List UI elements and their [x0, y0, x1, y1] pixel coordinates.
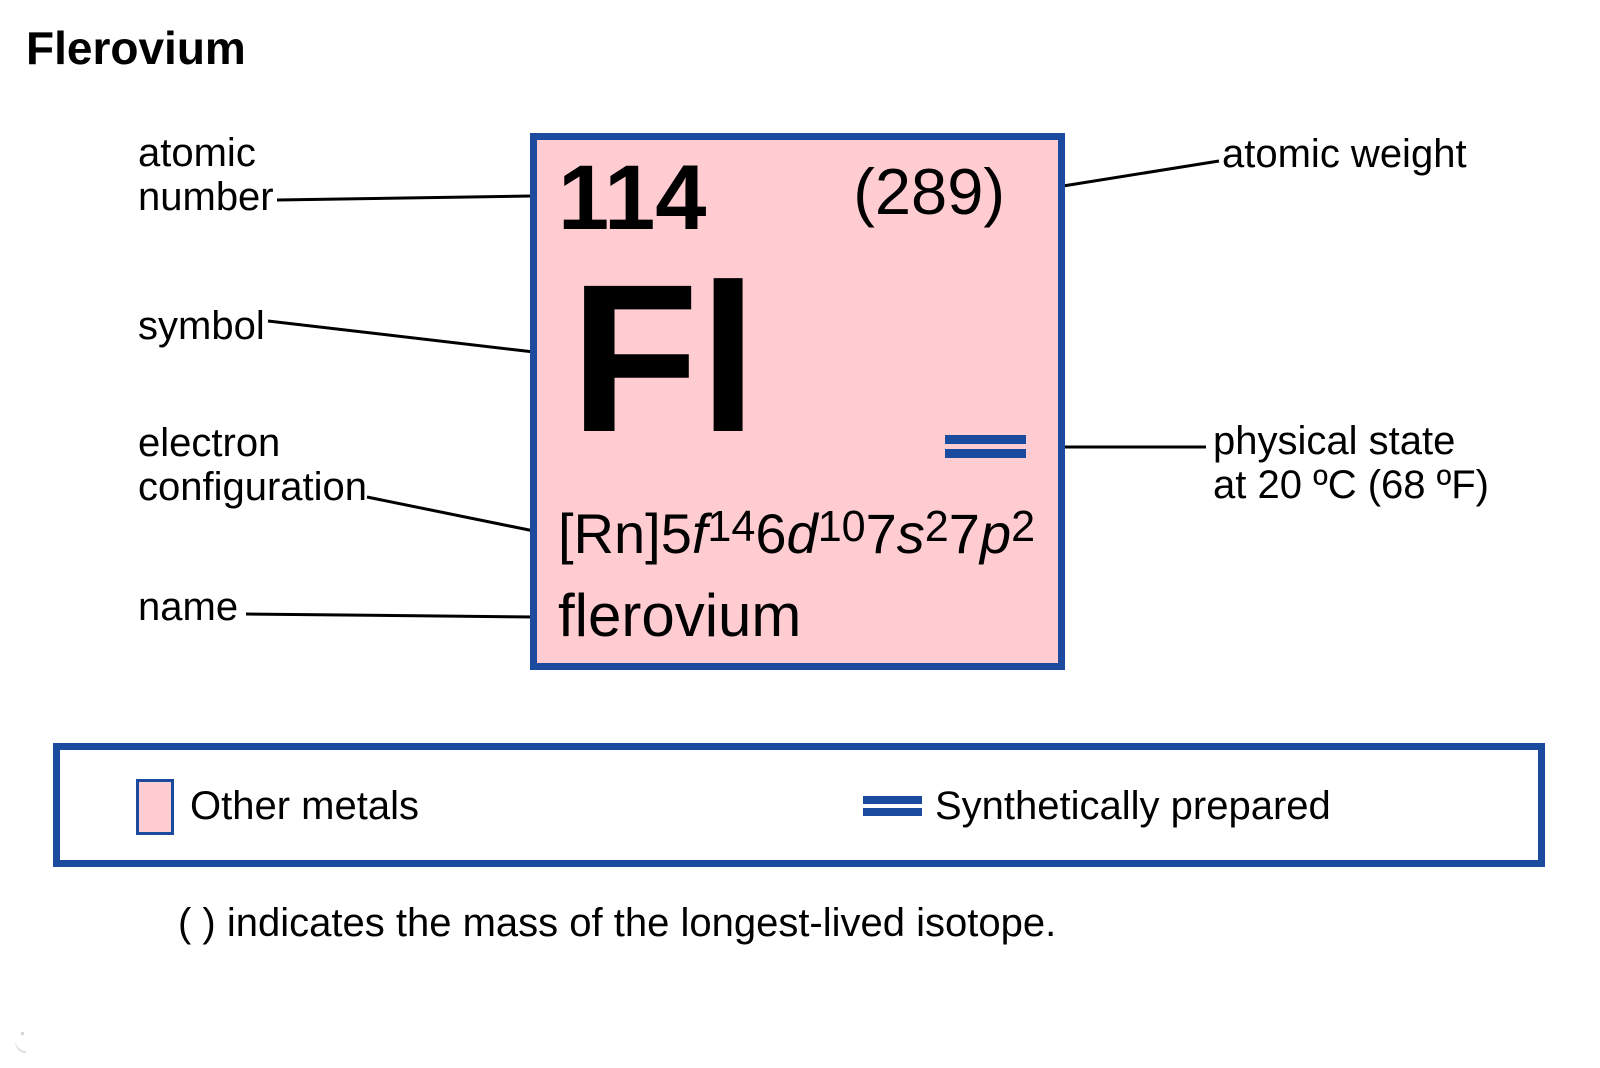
physical-state-double-line-icon	[945, 435, 1026, 458]
atomic-weight-value: (289)	[853, 155, 1005, 228]
legend-other-metals-label: Other metals	[190, 784, 419, 828]
config-segment: 6	[755, 502, 787, 565]
pink-swatch-icon	[136, 779, 174, 835]
atomic-number-value: 114	[558, 147, 707, 249]
element-name: flerovium	[558, 582, 802, 649]
callout-name: name	[138, 585, 239, 629]
callout-electron-configuration: electron configuration	[138, 421, 368, 509]
config-segment: 14	[707, 503, 756, 552]
config-segment: d	[786, 502, 818, 565]
callout-physical-state: physical state at 20 ºC (68 ºF)	[1213, 419, 1489, 507]
callout-symbol: symbol	[138, 304, 265, 348]
atomic-weight-leader-line	[1062, 159, 1220, 188]
legend-synthetically-prepared-label: Synthetically prepared	[935, 784, 1331, 828]
callout-atomic-number: atomic number	[138, 131, 274, 219]
electron-configuration-value: [Rn]5f146d107s27p2	[558, 506, 1035, 562]
config-segment: 2	[1011, 503, 1036, 552]
double-line-top-bar	[945, 435, 1026, 444]
double-line-top-bar	[863, 796, 922, 804]
symbol-leader-line	[267, 319, 535, 354]
legend-box: Other metals Synthetically prepared	[53, 743, 1545, 867]
config-segment: 10	[817, 503, 866, 552]
config-segment: f	[691, 502, 708, 565]
name-leader-line	[245, 612, 535, 619]
config-segment: [Rn]5	[558, 502, 692, 565]
config-segment: 7	[865, 502, 897, 565]
double-line-bottom-bar	[945, 449, 1026, 458]
config-segment: s	[896, 502, 925, 565]
config-segment: 2	[924, 503, 949, 552]
element-card: 114 (289) Fl [Rn]5f146d107s27p2 fleroviu…	[530, 133, 1065, 670]
stray-watermark-mark	[12, 1036, 30, 1054]
page-title: Flerovium	[26, 22, 246, 74]
footnote: ( ) indicates the mass of the longest-li…	[178, 901, 1057, 945]
config-segment: 7	[948, 502, 980, 565]
synthetically-prepared-double-line-icon	[863, 796, 922, 816]
double-line-bottom-bar	[863, 808, 922, 816]
electron-configuration-leader-line	[366, 495, 535, 533]
element-symbol: Fl	[570, 240, 758, 476]
atomic-number-leader-line	[276, 194, 532, 202]
callout-atomic-weight: atomic weight	[1222, 132, 1467, 176]
config-segment: p	[979, 502, 1012, 565]
